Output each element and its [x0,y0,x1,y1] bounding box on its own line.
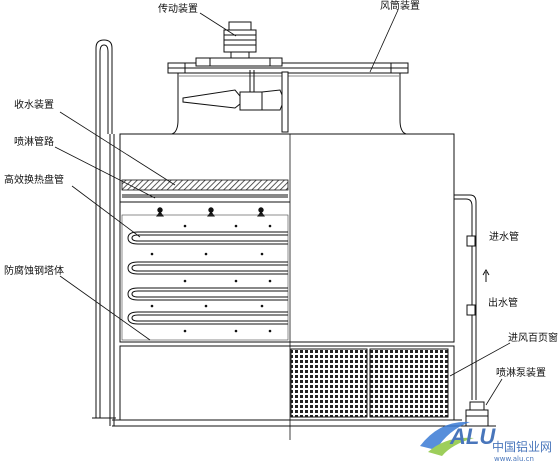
watermark-domain-text: www.alu.cn [494,455,534,463]
label-spray-pump: 喷淋泵装置 [496,366,546,379]
heat-exchange-coil [121,214,289,341]
air-inlet-louvers [290,348,449,418]
spray-pump [460,401,496,427]
label-water-out: 出水管 [488,296,518,309]
leader-lines [54,9,511,406]
drift-eliminator [121,179,289,198]
watermark-logo-text: ALU [449,424,496,449]
inlet-outlet-piping [454,194,490,400]
tower-body [92,39,462,440]
label-air-louver: 进风百页窗 [508,331,558,344]
watermark-cn-text: 中国铝业网 [492,439,552,454]
watermark-logo: ALU 中国铝业网 www.alu.cn [420,421,552,463]
label-water-in: 进水管 [489,230,519,243]
label-tower-body: 防腐蚀钢塔体 [4,264,64,277]
label-drift-eliminator: 收水装置 [14,98,54,111]
fan-cylinder [167,57,409,135]
label-fan-duct: 风筒装置 [380,0,420,12]
label-coil: 高效换热盘管 [4,173,64,186]
label-spray-piping: 喷淋管路 [14,135,54,148]
label-drive-unit: 传动装置 [158,2,198,15]
water-droplets [150,224,272,333]
